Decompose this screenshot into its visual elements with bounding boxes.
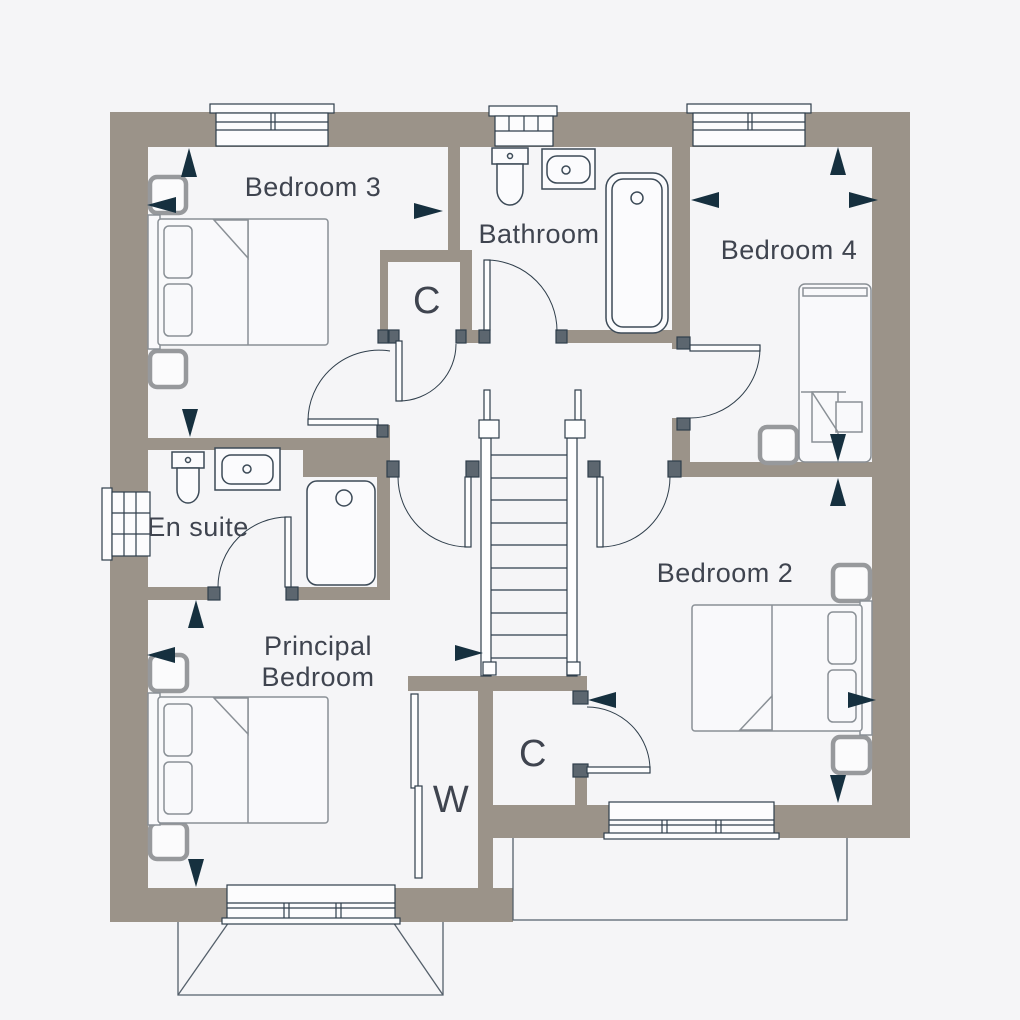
double-bed [691,600,873,736]
staircase [478,389,586,677]
door-bedroom3 [307,329,391,438]
bedside-table [147,348,189,390]
direction-arrows [147,147,878,887]
stair-newel-bottom-right [566,661,581,676]
bathroom-fixtures [491,147,669,334]
stair-treads [491,454,567,659]
wall-wardrobe-closet-divider [478,691,493,888]
label-bedroom4: Bedroom 4 [721,235,858,265]
arrow-up [830,478,846,506]
wall-closet-top-west [380,262,388,332]
wall-ensuite-south-east [286,587,390,600]
arrow-left [147,647,175,663]
label-wardrobe: W [433,779,469,821]
label-principal-line1: Principal [264,631,372,661]
stair-newel-top-left [478,419,500,439]
rear-projection-roof [512,838,848,921]
wall-closets-top-edge [408,676,587,691]
bedroom2-furniture [691,562,873,776]
wall-hall-south-b [670,462,910,477]
wall-ensuite-north [110,438,303,450]
sliding-door-wardrobe [410,693,423,879]
single-bed [798,283,872,463]
double-bed [147,692,329,826]
window-ensuite [101,487,151,561]
bathtub [605,172,669,334]
label-closet-top: C [413,280,441,322]
arrow-down [182,409,198,437]
stair-rail-right [566,437,578,677]
arrow-down [830,775,846,803]
stair-rail-stub-right [574,389,582,421]
toilet [491,147,529,206]
bedside-table [147,820,190,862]
bedside-table [830,734,873,776]
door-ensuite [207,516,299,601]
arrow-right [848,692,876,708]
label-closet-bottom: C [519,733,547,775]
wall-closet-top-north [380,250,472,262]
wall-closet-top-east [460,250,472,343]
arrow-up [188,600,204,628]
shower [306,480,376,586]
door-bedroom2 [587,460,682,548]
bedroom3-furniture [147,174,329,390]
window-bedroom3 [209,103,335,147]
wall-ensuite-south-west [148,587,210,600]
label-bathroom: Bathroom [478,219,599,249]
door-closet-top [388,329,467,402]
arrow-right [849,192,878,208]
roof-outlines [177,838,848,996]
doors [207,259,761,879]
window-bathroom [488,105,558,147]
bay-window-hip-left [177,921,230,996]
arrow-down [188,859,204,887]
toilet [171,451,205,504]
washbasin [214,447,281,491]
door-principal-bedroom [386,460,480,548]
window-bedroom4 [686,103,812,147]
window-principal-bedroom [221,884,401,925]
arrow-right [414,203,443,219]
door-bedroom4 [676,336,761,431]
arrow-up [181,148,197,177]
label-bedroom3: Bedroom 3 [245,172,382,202]
bedside-table [757,424,800,466]
label-bedroom2: Bedroom 2 [657,558,794,588]
bedside-table [830,562,873,604]
wall-ensuite-block [303,438,388,477]
arrow-up [830,147,846,175]
stair-newel-top-right [564,419,586,439]
arrow-left [588,692,616,708]
room-labels: Bedroom 3 Bathroom Bedroom 4 C En suite … [147,172,857,821]
stair-newel-bottom-left [482,661,497,676]
label-principal-line2: Bedroom [261,662,374,692]
bay-window-hip-right [392,921,444,996]
arrow-left [147,197,176,213]
bay-window-canopy [177,922,444,996]
door-bathroom [478,259,568,344]
bedroom4-furniture [757,283,872,466]
arrow-down [830,434,846,462]
double-bed [147,214,329,350]
arrow-left [691,192,719,208]
windows [101,103,812,925]
stair-rail-left [480,437,492,677]
stair-rail-stub-left [483,389,491,421]
wall-bedroom4-west-upper [672,147,690,349]
label-en-suite: En suite [147,512,249,542]
arrow-right [455,645,483,661]
washbasin [541,148,596,190]
wall-ensuite-east [377,425,390,600]
ensuite-fixtures [171,447,376,586]
door-closet-bottom [572,690,651,778]
window-bedroom2 [603,801,780,840]
wall-bathroom-west [448,147,460,252]
